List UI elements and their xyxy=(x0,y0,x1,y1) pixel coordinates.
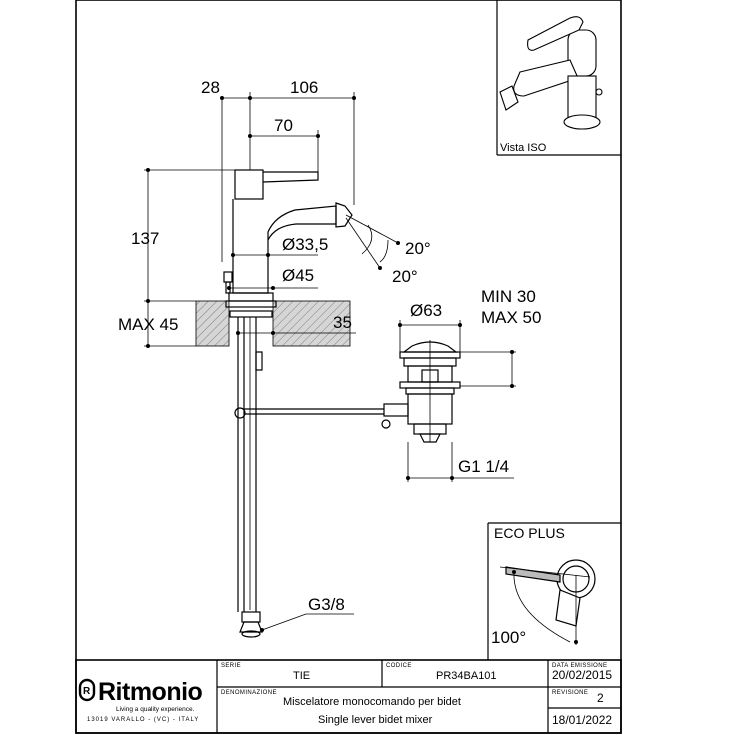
dim-max-50: MAX 50 xyxy=(481,308,541,327)
dim-diameter-33-5: Ø33,5 xyxy=(282,235,328,254)
main-view-dimensions: 28 106 70 137 MAX 45 Ø33,5 Ø45 35 20° 20… xyxy=(118,78,431,632)
dim-70: 70 xyxy=(274,116,293,135)
dim-angle-20-a: 20° xyxy=(405,239,431,258)
eco-plus-lever-illustration xyxy=(499,559,596,645)
iso-faucet-illustration xyxy=(499,16,603,130)
serie-value: TIE xyxy=(293,670,310,682)
iso-view-box: Vista ISO xyxy=(496,0,621,156)
dim-137: 137 xyxy=(131,229,159,248)
faucet-side-view xyxy=(195,169,400,638)
codice-value: PR34BA101 xyxy=(436,670,497,682)
dim-max-45: MAX 45 xyxy=(118,315,178,334)
sheet-frame xyxy=(75,0,622,734)
dim-diameter-45: Ø45 xyxy=(282,266,314,285)
dim-g1-1-4: G1 1/4 xyxy=(458,457,509,476)
dim-min-30: MIN 30 xyxy=(481,287,536,306)
dim-diameter-63: Ø63 xyxy=(410,301,442,320)
countertop-section-right xyxy=(272,300,351,347)
eco-plus-title: ECO PLUS xyxy=(494,525,565,541)
description-italian: Miscelatore monocomando per bidet xyxy=(283,696,461,708)
eco-plus-angle: 100° xyxy=(491,628,526,647)
brand-tagline: Living a quality experience. xyxy=(116,706,195,713)
codice-label: CODICE xyxy=(386,663,412,669)
revisione-label: REVISIONE xyxy=(552,690,588,696)
serie-label: SERIE xyxy=(221,663,241,669)
drain-waste-view: Ø63 MIN 30 MAX 50 G1 1/4 xyxy=(381,287,541,482)
svg-text:R: R xyxy=(83,686,91,697)
brand-name: Ritmonio xyxy=(98,678,203,706)
countertop-section-left xyxy=(195,300,230,347)
eco-plus-box: ECO PLUS 100° xyxy=(487,522,621,660)
dim-g3-8: G3/8 xyxy=(308,595,345,614)
data-emissione-value: 20/02/2015 xyxy=(552,668,612,682)
dim-28: 28 xyxy=(201,78,220,97)
brand-address: 13019 VARALLO - (VC) - ITALY xyxy=(87,717,199,723)
data-emissione-label: DATA EMISSIONE xyxy=(552,663,607,669)
denominazione-label: DENOMINAZIONE xyxy=(221,690,277,696)
revisione-value: 2 xyxy=(597,691,604,705)
revision-date-value: 18/01/2022 xyxy=(552,713,612,727)
title-block: R Ritmonio Living a quality experience. … xyxy=(75,659,622,734)
iso-view-label: Vista ISO xyxy=(500,142,547,154)
dim-106: 106 xyxy=(290,78,318,97)
dim-35: 35 xyxy=(333,313,352,332)
dim-angle-20-b: 20° xyxy=(392,267,418,286)
description-english: Single lever bidet mixer xyxy=(318,714,433,726)
ritmonio-logo: R Ritmonio Living a quality experience. … xyxy=(78,678,203,723)
